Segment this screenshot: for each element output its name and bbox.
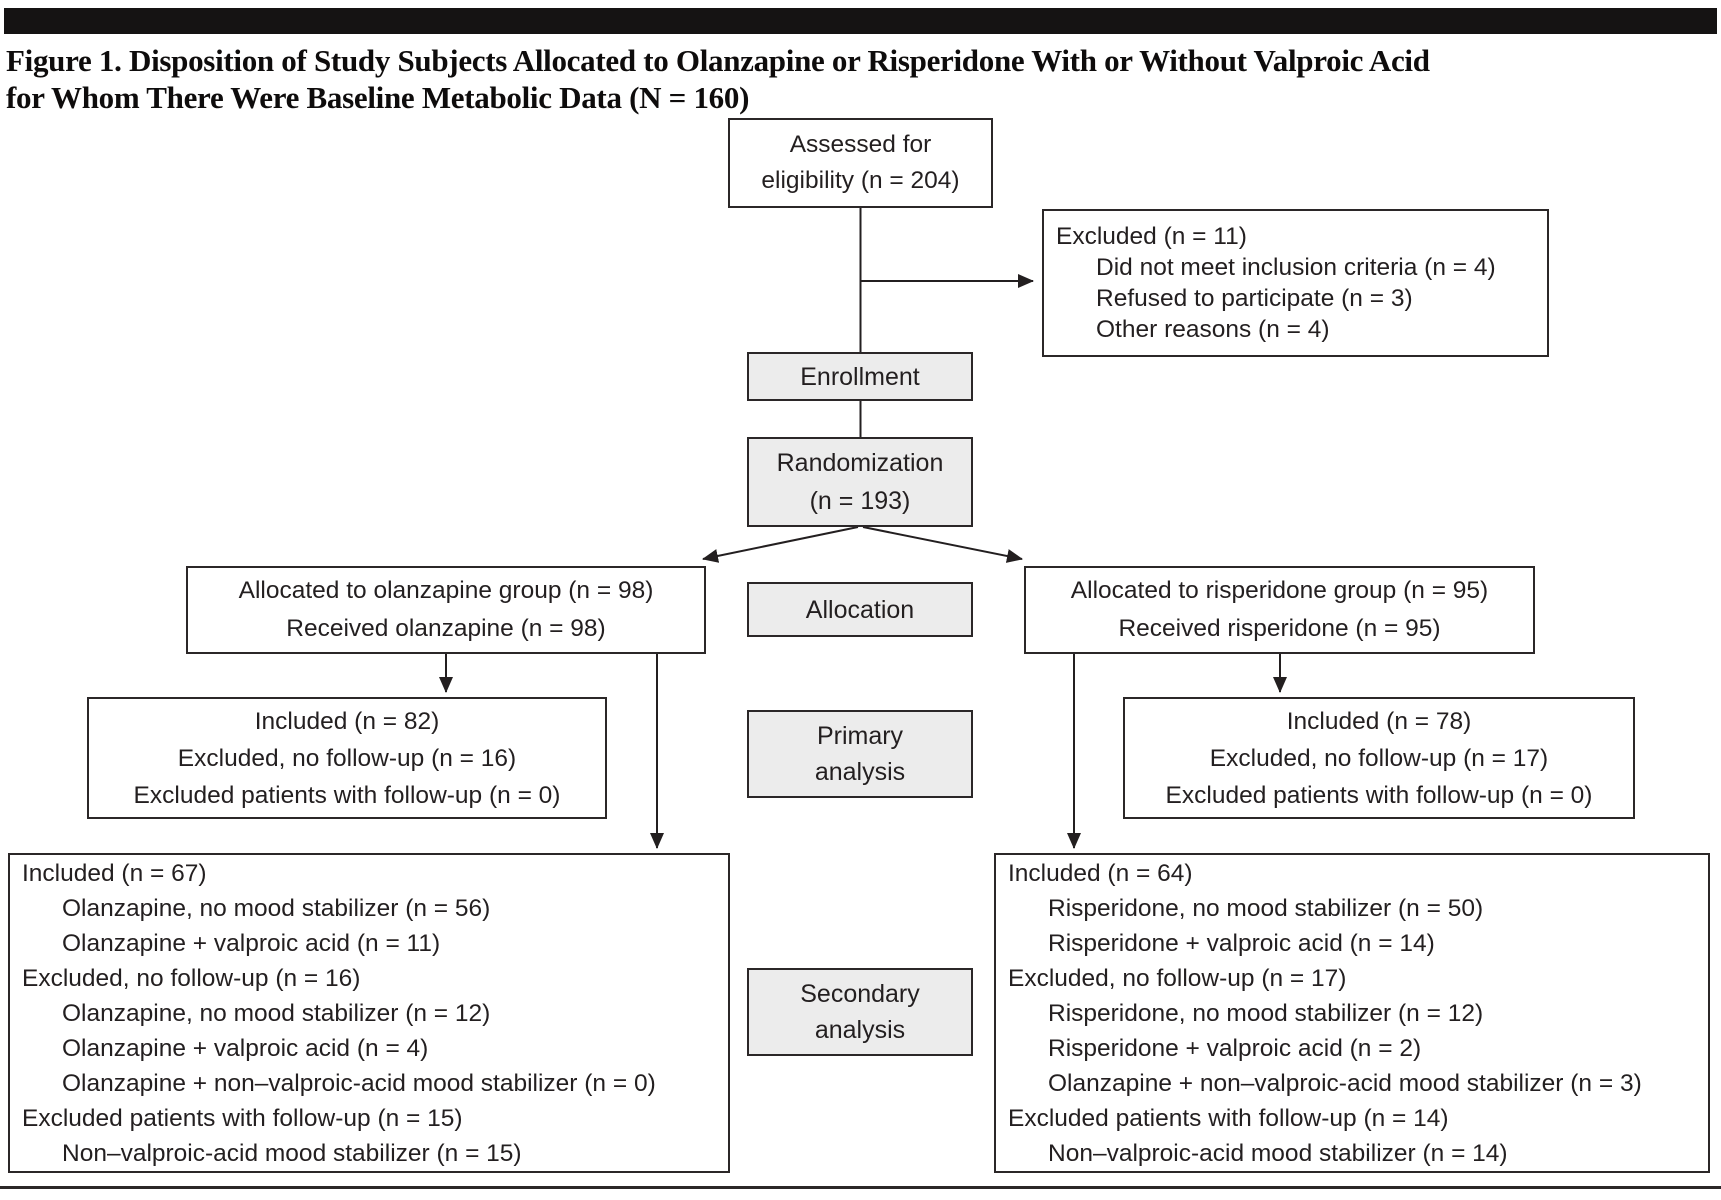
primary-olanzapine-line: Excluded, no follow-up (n = 16)	[177, 744, 517, 772]
box-secondary-risperidone: Included (n = 64) Risperidone, no mood s…	[994, 853, 1710, 1173]
bottom-rule	[0, 1186, 1721, 1189]
secondary-olanzapine-line: Olanzapine, no mood stabilizer (n = 56)	[62, 894, 491, 922]
box-primary-olanzapine: Included (n = 82) Excluded, no follow-up…	[87, 697, 607, 819]
figure-title: Figure 1. Disposition of Study Subjects …	[6, 42, 1716, 116]
secondary-olanzapine-line: Excluded, no follow-up (n = 16)	[22, 964, 361, 992]
box-excluded: Excluded (n = 11) Did not meet inclusion…	[1042, 209, 1549, 357]
assessed-line: eligibility (n = 204)	[761, 167, 960, 194]
secondary-olanzapine-line: Non–valproic-acid mood stabilizer (n = 1…	[62, 1139, 522, 1167]
box-secondary-olanzapine: Included (n = 67) Olanzapine, no mood st…	[8, 853, 730, 1173]
figure-title-line1: Figure 1. Disposition of Study Subjects …	[6, 43, 1430, 78]
primary-olanzapine-line: Included (n = 82)	[254, 707, 440, 735]
connector-randomization-risperidone	[862, 526, 1023, 563]
allocation-label: Allocation	[805, 595, 915, 624]
secondary-risperidone-line: Risperidone + valproic acid (n = 2)	[1048, 1034, 1422, 1062]
title-bar	[4, 8, 1717, 34]
alloc-olanzapine-line: Allocated to olanzapine group (n = 98)	[238, 577, 654, 604]
box-primary-risperidone: Included (n = 78) Excluded, no follow-up…	[1123, 697, 1635, 819]
figure-title-line2: for Whom There Were Baseline Metabolic D…	[6, 80, 750, 115]
box-allocation-stage: Allocation	[747, 582, 973, 637]
excluded-line: Excluded (n = 11)	[1056, 223, 1247, 250]
secondary-olanzapine-line: Excluded patients with follow-up (n = 15…	[22, 1104, 463, 1132]
secondary-olanzapine-line: Olanzapine + non–valproic-acid mood stab…	[62, 1069, 656, 1097]
secondary-olanzapine-line: Included (n = 67)	[22, 859, 207, 887]
secondary-analysis-label: analysis	[814, 1016, 906, 1044]
box-enrollment-stage: Enrollment	[747, 352, 973, 401]
excluded-line: Other reasons (n = 4)	[1096, 316, 1330, 343]
secondary-risperidone-line: Olanzapine + non–valproic-acid mood stab…	[1048, 1069, 1642, 1097]
secondary-risperidone-line: Risperidone + valproic acid (n = 14)	[1048, 929, 1435, 957]
primary-risperidone-line: Included (n = 78)	[1286, 707, 1472, 735]
primary-analysis-label: Primary	[816, 722, 904, 750]
box-randomization: Randomization (n = 193)	[747, 437, 973, 527]
excluded-line: Did not meet inclusion criteria (n = 4)	[1096, 254, 1496, 281]
connector-randomization-olanzapine	[702, 526, 859, 563]
box-allocation-olanzapine: Allocated to olanzapine group (n = 98) R…	[186, 566, 706, 654]
primary-olanzapine-line: Excluded patients with follow-up (n = 0)	[133, 781, 561, 809]
box-assessed-eligibility: Assessed for eligibility (n = 204)	[728, 118, 993, 208]
secondary-risperidone-line: Excluded, no follow-up (n = 17)	[1008, 964, 1347, 992]
randomization-line: (n = 193)	[809, 487, 911, 515]
alloc-risperidone-line: Received risperidone (n = 95)	[1118, 615, 1441, 642]
excluded-line: Refused to participate (n = 3)	[1096, 285, 1413, 312]
secondary-risperidone-line: Non–valproic-acid mood stabilizer (n = 1…	[1048, 1139, 1508, 1167]
secondary-analysis-label: Secondary	[800, 980, 920, 1008]
randomization-line: Randomization	[776, 449, 944, 477]
secondary-olanzapine-line: Olanzapine + valproic acid (n = 11)	[62, 929, 441, 957]
secondary-risperidone-line: Included (n = 64)	[1008, 859, 1193, 887]
primary-risperidone-line: Excluded patients with follow-up (n = 0)	[1165, 781, 1593, 809]
alloc-risperidone-line: Allocated to risperidone group (n = 95)	[1070, 577, 1489, 604]
primary-risperidone-line: Excluded, no follow-up (n = 17)	[1209, 744, 1549, 772]
box-allocation-risperidone: Allocated to risperidone group (n = 95) …	[1024, 566, 1535, 654]
secondary-risperidone-line: Risperidone, no mood stabilizer (n = 50)	[1048, 894, 1484, 922]
box-secondary-analysis-stage: Secondary analysis	[747, 968, 973, 1056]
secondary-risperidone-line: Risperidone, no mood stabilizer (n = 12)	[1048, 999, 1484, 1027]
primary-analysis-label: analysis	[814, 758, 906, 786]
enrollment-label: Enrollment	[800, 362, 920, 391]
secondary-risperidone-line: Excluded patients with follow-up (n = 14…	[1008, 1104, 1449, 1132]
assessed-line: Assessed for	[789, 131, 932, 158]
box-primary-analysis-stage: Primary analysis	[747, 710, 973, 798]
alloc-olanzapine-line: Received olanzapine (n = 98)	[286, 615, 606, 642]
secondary-olanzapine-line: Olanzapine + valproic acid (n = 4)	[62, 1034, 429, 1062]
secondary-olanzapine-line: Olanzapine, no mood stabilizer (n = 12)	[62, 999, 491, 1027]
